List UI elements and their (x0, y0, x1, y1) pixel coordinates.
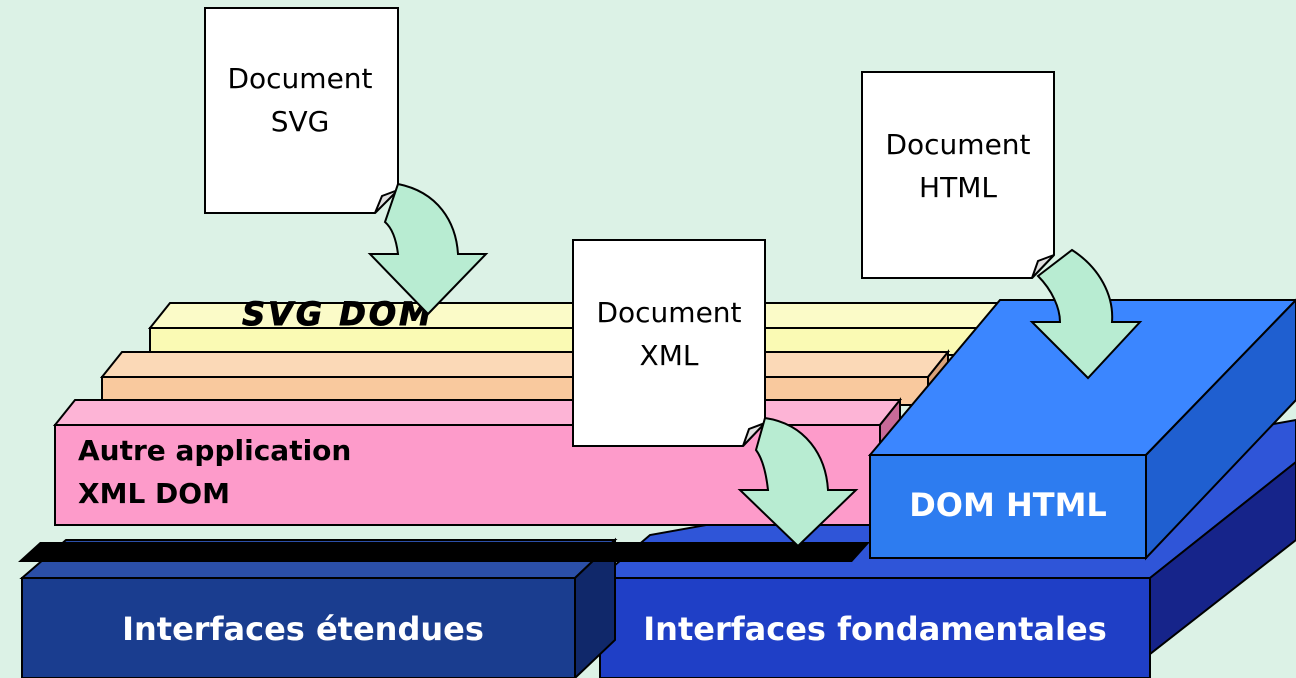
separator-bar (18, 542, 870, 562)
arrow-svg-icon (367, 182, 489, 316)
document-xml: Document XML (572, 239, 766, 447)
arrow-html-icon (1029, 248, 1143, 380)
middle-layer (99, 349, 951, 408)
other-app-label-line1: Autre application (78, 434, 351, 467)
dom-html-label: DOM HTML (909, 486, 1107, 524)
document-html-line2: HTML (919, 171, 997, 204)
arrow-xml-icon (737, 416, 859, 548)
document-svg-line1: Document (227, 62, 372, 95)
document-svg-line2: SVG (271, 105, 330, 138)
other-app-label-line2: XML DOM (78, 477, 230, 510)
dom-html-block: DOM HTML (867, 298, 1296, 561)
document-html: Document HTML (861, 71, 1055, 279)
extended-interfaces-label: Interfaces étendues (122, 610, 484, 648)
document-svg: Document SVG (204, 7, 399, 214)
document-xml-line1: Document (596, 296, 741, 329)
document-html-line1: Document (885, 128, 1030, 161)
core-interfaces-label: Interfaces fondamentales (643, 610, 1106, 648)
document-xml-line2: XML (640, 339, 699, 372)
svg-dom-label: SVG DOM (242, 295, 434, 333)
